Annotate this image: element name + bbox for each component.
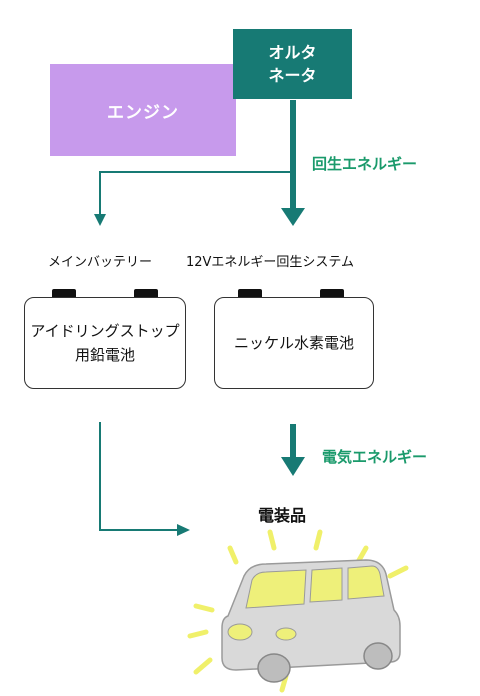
main-battery-label-line1: アイドリングストップ bbox=[30, 322, 180, 340]
electric-arrow-head bbox=[281, 457, 305, 476]
electrical-items-label: 電装品 bbox=[258, 506, 307, 525]
branch-arrow-head bbox=[94, 214, 106, 226]
main-battery-terminal-right bbox=[134, 289, 158, 299]
regen-energy-label: 回生エネルギー bbox=[312, 155, 418, 173]
car-icon bbox=[187, 529, 409, 693]
alternator-box: オルタ ネータ bbox=[233, 29, 352, 99]
nimh-battery-terminal-right bbox=[320, 289, 344, 299]
regen-arrow-head bbox=[281, 208, 305, 226]
alternator-label-line1: オルタ bbox=[268, 43, 317, 62]
regen-system-title: 12Vエネルギー回生システム bbox=[186, 255, 355, 270]
glow-rays bbox=[187, 529, 409, 693]
engine-label: エンジン bbox=[107, 102, 179, 123]
main-battery-feed-arrow-head bbox=[177, 524, 190, 536]
engine-box: エンジン bbox=[50, 64, 236, 156]
main-battery-title: メインバッテリー bbox=[48, 255, 153, 270]
branch-line bbox=[99, 171, 293, 218]
main-battery-feed-line bbox=[99, 422, 180, 531]
nimh-battery-label: ニッケル水素電池 bbox=[233, 334, 354, 352]
alternator-label-line2: ネータ bbox=[268, 66, 317, 85]
main-battery: アイドリングストップ 用鉛電池 bbox=[24, 297, 186, 389]
nimh-battery: ニッケル水素電池 bbox=[214, 297, 374, 389]
main-battery-terminal-left bbox=[52, 289, 76, 299]
main-battery-label-line2: 用鉛電池 bbox=[74, 346, 135, 364]
electric-energy-label: 電気エネルギー bbox=[322, 448, 428, 466]
nimh-battery-terminal-left bbox=[238, 289, 262, 299]
